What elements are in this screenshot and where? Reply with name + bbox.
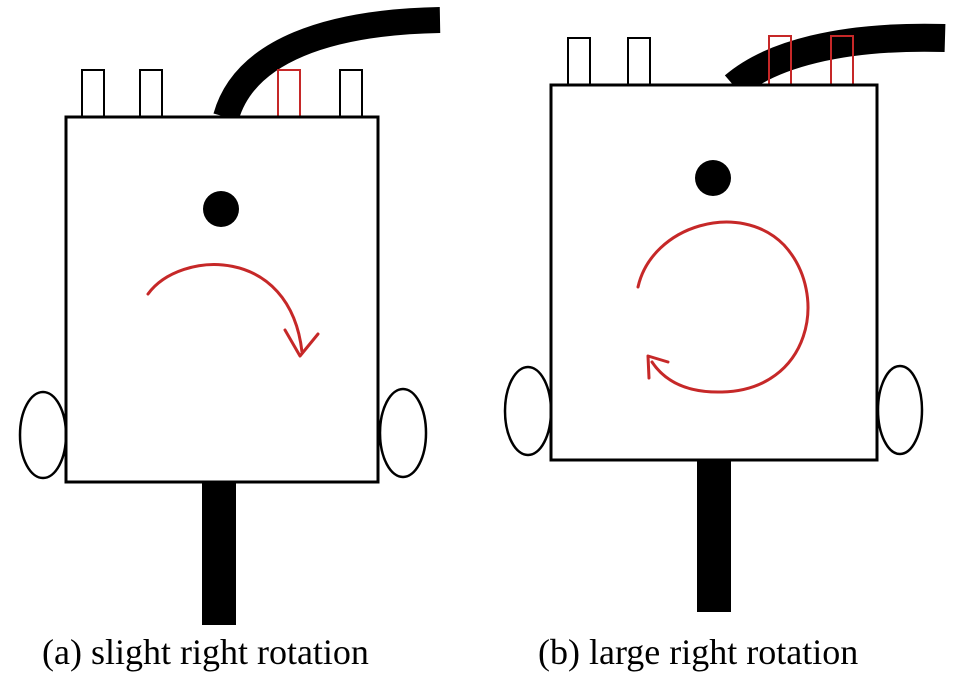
- sensor-pin-b-2: [627, 37, 651, 86]
- cable-a: [213, 7, 441, 122]
- rotation-arrowhead-a: [283, 328, 320, 358]
- wheel-b-left: [503, 365, 553, 457]
- cable-b: [724, 23, 946, 97]
- wheel-b-right: [876, 364, 924, 456]
- tail-b: [697, 460, 731, 612]
- sensor-pin-b-1: [567, 37, 591, 86]
- panel-a-slight-rotation: [18, 7, 441, 625]
- center-dot-b: [695, 160, 731, 196]
- sensor-pin-a-1: [81, 69, 105, 118]
- wheel-a-right: [378, 387, 428, 479]
- caption-a: (a) slight right rotation: [42, 632, 369, 672]
- caption-b: (b) large right rotation: [538, 632, 859, 672]
- wheel-a-left: [18, 390, 68, 480]
- sensor-pin-a-4: [339, 69, 363, 118]
- panel-b-large-rotation: [503, 23, 946, 612]
- robot-body-b: [549, 83, 879, 462]
- rotation-arrow-slight-icon: [146, 263, 304, 354]
- robot-body-a: [64, 115, 380, 484]
- tail-a: [202, 482, 236, 625]
- rotation-arrow-large-icon: [636, 220, 810, 394]
- center-dot-a: [203, 191, 239, 227]
- rotation-arrowhead-b: [646, 354, 670, 380]
- sensor-pin-a-3-active: [277, 69, 301, 118]
- sensor-pin-a-2: [139, 69, 163, 118]
